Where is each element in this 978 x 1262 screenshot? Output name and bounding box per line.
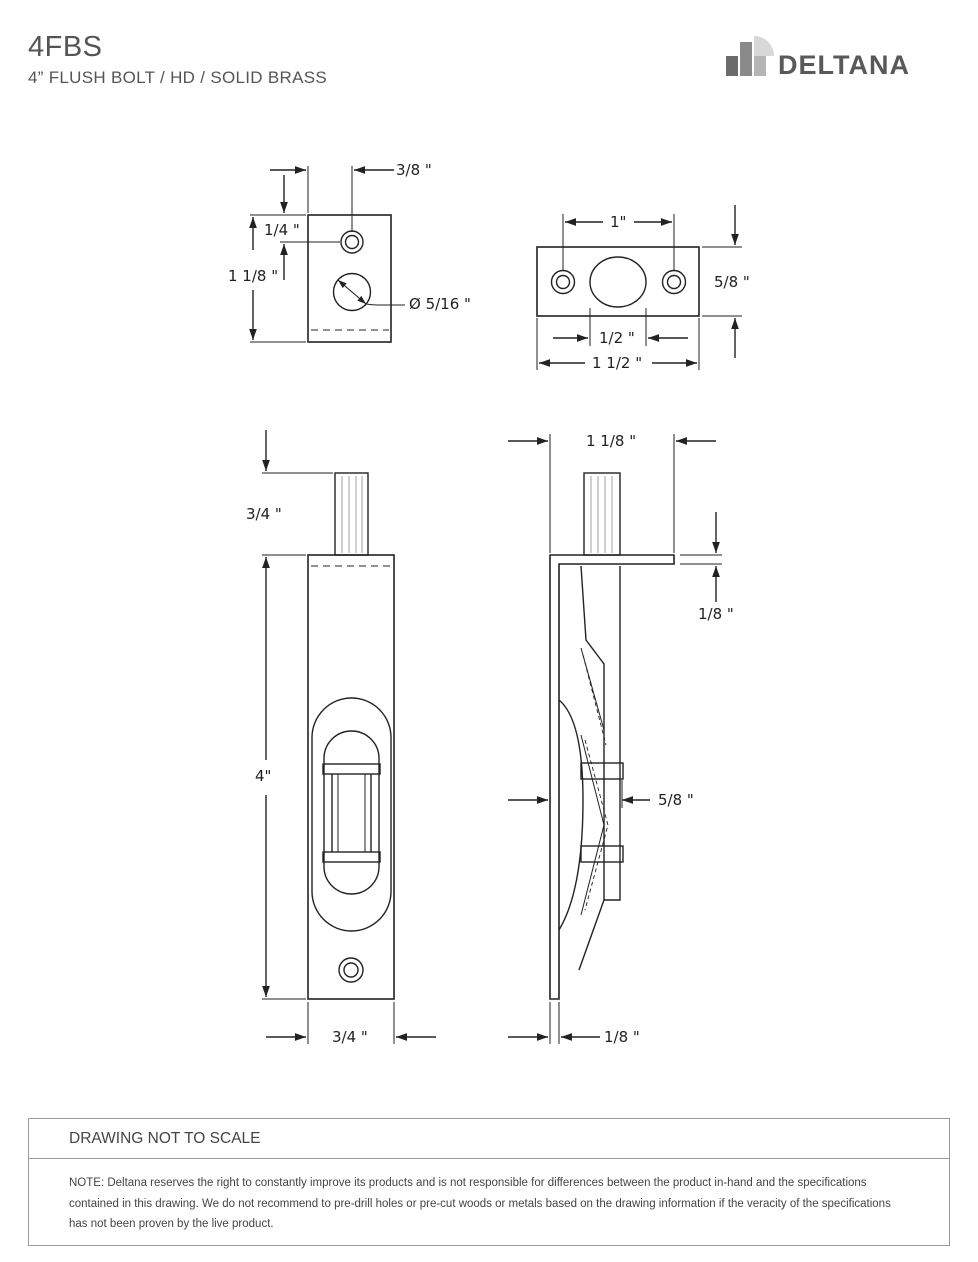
- dim-head-height: 1 1/8 ": [228, 267, 278, 285]
- dim-flange-thickness: 1/8 ": [698, 605, 734, 623]
- dim-strike-length: 1 1/2 ": [592, 354, 642, 372]
- deltana-logo: DELTANA: [726, 36, 952, 80]
- dim-strike-height: 5/8 ": [714, 273, 750, 291]
- dim-plate-thickness: 1/8 ": [604, 1028, 640, 1046]
- dim-strike-opening: 1/2 ": [599, 329, 635, 347]
- dim-mechanism-offset: 5/8 ": [658, 791, 694, 809]
- side-view: [508, 434, 722, 1044]
- deltana-block-logo-icon: [726, 36, 774, 76]
- disclaimer-note: NOTE: Deltana reserves the right to cons…: [69, 1177, 891, 1230]
- front-view: [262, 430, 436, 1044]
- model-title: 4FBS: [28, 31, 103, 63]
- logo-wordmark: DELTANA: [778, 50, 910, 80]
- strike-plate-view: [536, 205, 742, 370]
- dim-hole-from-top: 1/4 ": [264, 221, 300, 239]
- scale-note: DRAWING NOT TO SCALE: [29, 1119, 949, 1159]
- model-description: 4” FLUSH BOLT / HD / SOLID BRASS: [28, 68, 327, 87]
- dim-strike-hole-spacing: 1": [610, 213, 626, 231]
- footer-box: DRAWING NOT TO SCALE NOTE: Deltana reser…: [28, 1118, 950, 1246]
- dimension-labels: 3/8 " 1/4 " 1 1/8 " Ø 5/16 " 1" 5/8 " 1/…: [228, 161, 750, 1046]
- dim-hole-offset: 3/8 ": [396, 161, 432, 179]
- dim-plate-width: 3/4 ": [332, 1028, 368, 1046]
- dim-bolt-throw: 3/4 ": [246, 505, 282, 523]
- bolt-head-view: [249, 166, 405, 343]
- dim-side-depth: 1 1/8 ": [586, 432, 636, 450]
- dim-plate-length: 4": [255, 767, 271, 785]
- dim-bolt-diameter: Ø 5/16 ": [409, 295, 471, 313]
